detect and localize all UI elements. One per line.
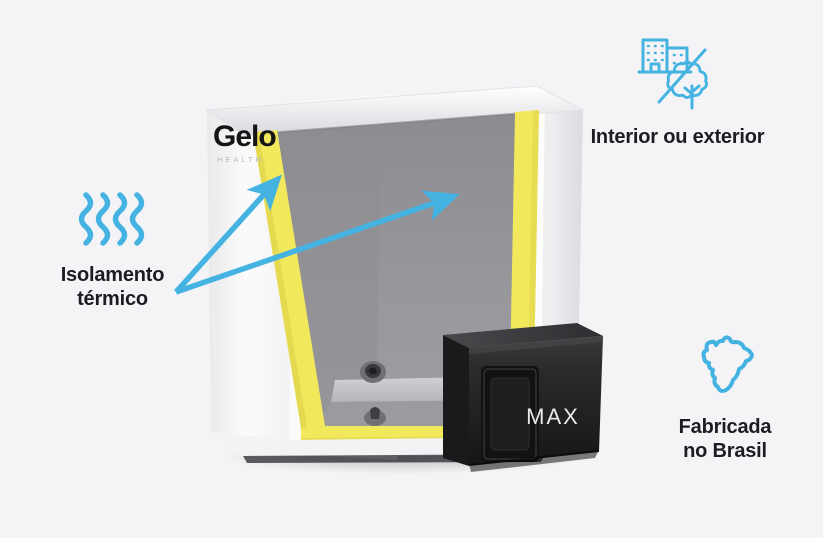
callout-location: Interior ou exterior bbox=[560, 28, 795, 150]
brazil-outline bbox=[701, 335, 754, 393]
chiller-top-highlight bbox=[469, 336, 603, 354]
chiller-max-label: MAX bbox=[526, 404, 580, 429]
chiller-module: MAX bbox=[443, 323, 603, 472]
tub-port-fittings bbox=[360, 361, 386, 426]
chiller-vent-grille-outline bbox=[490, 377, 530, 451]
tub-interior-rim-shade bbox=[254, 111, 538, 135]
brand-sublabel: HEALTH bbox=[217, 155, 264, 164]
brazil-map-icon bbox=[701, 335, 754, 393]
chiller-base-shadow bbox=[469, 450, 599, 472]
heat-waves-icon bbox=[78, 192, 144, 246]
tub-top-rim bbox=[207, 86, 583, 136]
callout-origin: Fabricada no Brasil bbox=[640, 330, 810, 463]
tub-top-rim-outline bbox=[205, 85, 585, 137]
building-and-tree-icon bbox=[637, 38, 708, 110]
chiller-left-face bbox=[443, 335, 469, 466]
chiller-vent-recess-outline bbox=[483, 368, 537, 460]
chiller-vent-grille bbox=[491, 378, 529, 450]
ice-bath-tub-graphic: Gelo HEALTH MAX bbox=[205, 85, 603, 474]
callout-insulation-label: Isolamento térmico bbox=[60, 264, 165, 310]
callout-location-label: Interior ou exterior bbox=[590, 126, 765, 148]
chiller-top-face bbox=[443, 323, 603, 348]
callout-insulation: Isolamento térmico bbox=[10, 190, 215, 311]
product-illustration: Gelo HEALTH MAX bbox=[185, 80, 605, 480]
callout-origin-label: Fabricada no Brasil bbox=[678, 416, 772, 462]
brand-logo: Gelo bbox=[213, 120, 276, 153]
